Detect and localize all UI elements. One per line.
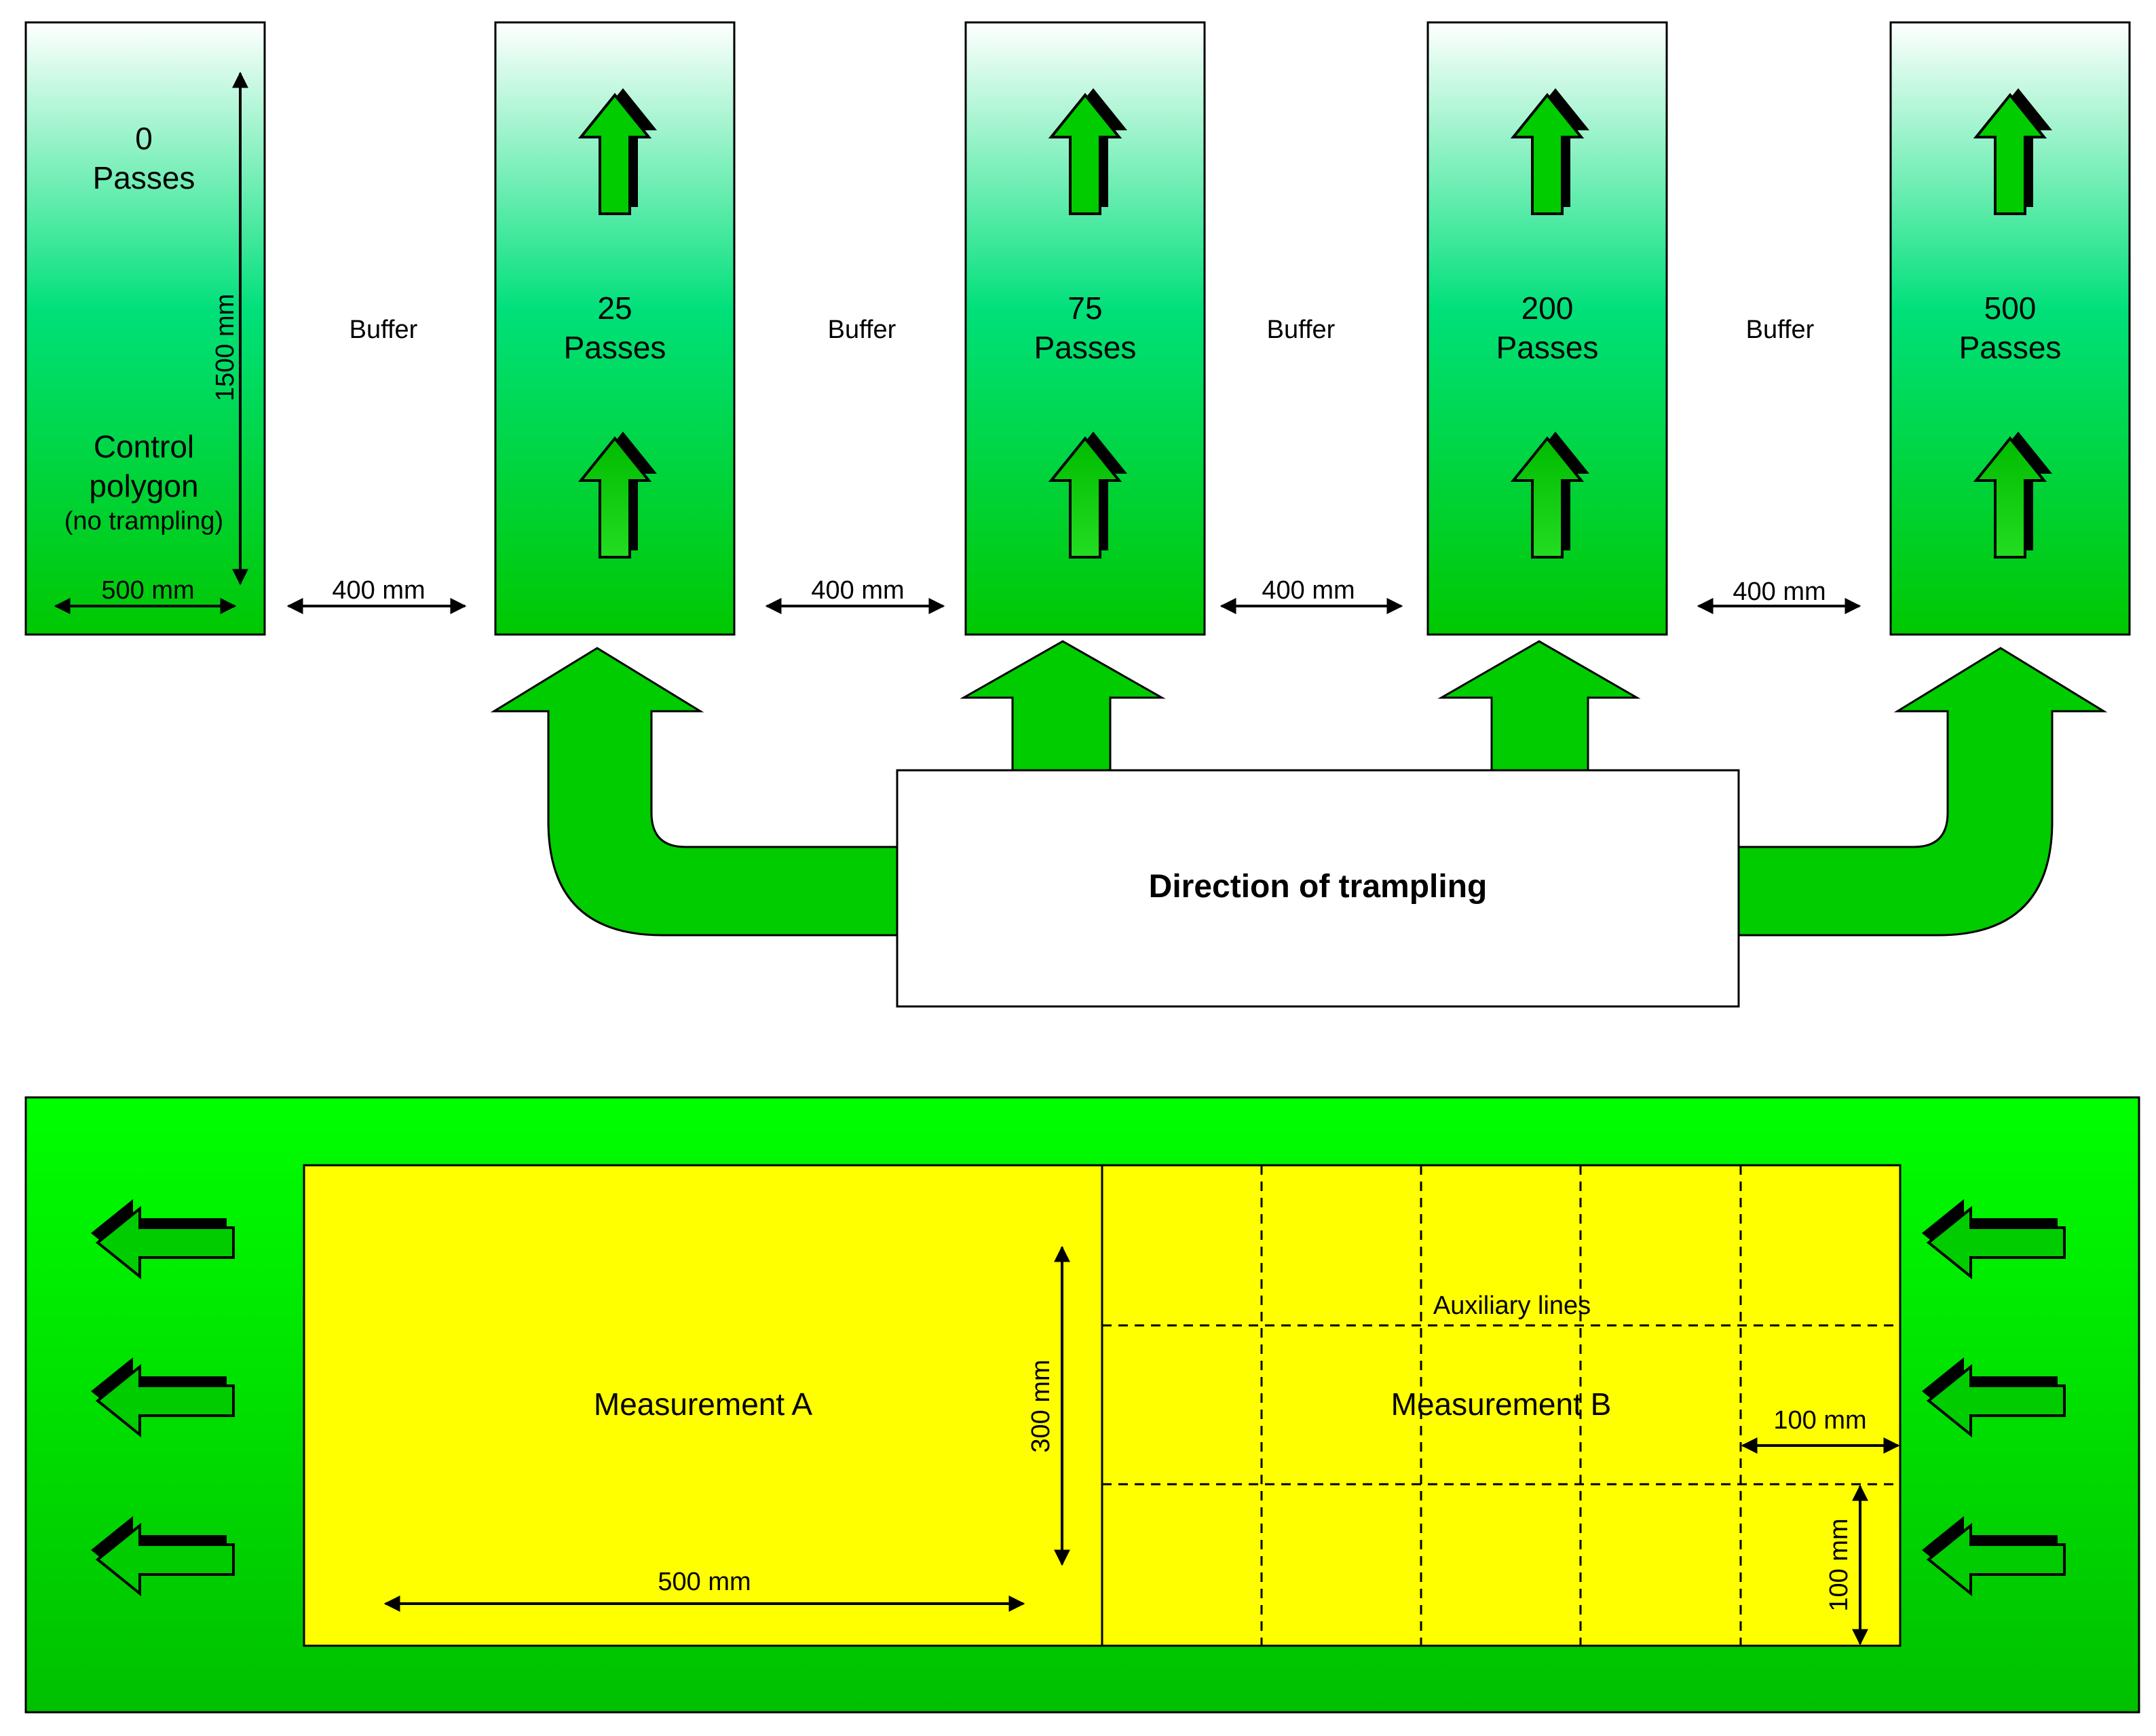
arrow-body <box>95 1522 235 1597</box>
direction-arrows: Direction of trampling <box>490 640 2108 1008</box>
arrow-body <box>1973 436 2047 559</box>
control-label-line2: polygon <box>89 468 198 504</box>
dim-buffer-label: 400 mm <box>332 576 425 605</box>
up-arrow-icon-top <box>1510 88 1589 215</box>
left-arrow-icon <box>1922 1516 2066 1597</box>
dim-grid-height-label: 100 mm <box>1825 1518 1853 1611</box>
arrow-body <box>578 92 652 215</box>
dim-grid-width-label: 100 mm <box>1773 1406 1866 1435</box>
up-arrow-icon-top <box>1048 88 1127 215</box>
direction-label-box <box>896 769 1740 1008</box>
control-label-line1: Control <box>94 429 194 464</box>
dim-buffer-label: 400 mm <box>1733 578 1826 606</box>
left-arrow-icon <box>91 1199 235 1280</box>
plot-0-unit: Passes <box>93 160 195 195</box>
plot-200-count: 200 <box>1521 290 1574 326</box>
left-arrow-icon <box>1922 1199 2066 1280</box>
arrow-body <box>1048 436 1122 559</box>
auxiliary-lines-label: Auxiliary lines <box>1433 1291 1591 1320</box>
up-arrow-icon-bottom <box>1048 432 1127 559</box>
buffer-label: Buffer <box>1267 316 1336 344</box>
auxiliary-grid <box>1102 1165 1900 1646</box>
dim-plot-width-label: 500 mm <box>101 576 194 605</box>
dim-a-width-label: 500 mm <box>658 1568 751 1596</box>
plot-25-unit: Passes <box>564 330 666 365</box>
arrow-body <box>1048 92 1122 215</box>
up-arrow-icon-bottom <box>1510 432 1589 559</box>
plot-500-count: 500 <box>1984 290 2037 326</box>
arrow-body <box>578 436 652 559</box>
arrow-body <box>95 1205 235 1280</box>
arrow-body <box>1926 1205 2066 1280</box>
control-label-line3: (no trampling) <box>64 507 223 535</box>
up-arrow-icon-top <box>1973 88 2052 215</box>
arrow-body <box>1973 92 2047 215</box>
left-arrow-icon <box>1922 1357 2066 1438</box>
arrow-body <box>1510 92 1585 215</box>
plot-0-rect <box>24 21 266 636</box>
dim-a-height-label: 300 mm <box>1027 1359 1055 1452</box>
arrow-body <box>1926 1363 2066 1438</box>
plot-25-count: 25 <box>597 290 632 326</box>
dim-plot-length-label: 1500 mm <box>211 294 240 401</box>
measurement-a-label: Measurement A <box>594 1386 812 1422</box>
small-direction-arrows <box>578 88 2052 559</box>
straight-arrow-200 <box>1437 640 1641 775</box>
plot-500-unit: Passes <box>1959 330 2062 365</box>
measurement-detail-panel: Auxiliary lines Measurement A Measuremen… <box>24 1096 2140 1714</box>
plot-200-unit: Passes <box>1496 330 1599 365</box>
buffer-label: Buffer <box>1746 316 1815 344</box>
dim-buffer-label: 400 mm <box>811 576 904 605</box>
buffer-label: Buffer <box>828 316 896 344</box>
dim-buffer-label: 400 mm <box>1262 576 1355 605</box>
curved-arrow-left <box>490 647 904 937</box>
buffers: Buffer Buffer Buffer Buffer 400 mm 400 m… <box>286 316 1861 614</box>
plot-25: 25 Passes <box>494 21 736 636</box>
side-direction-arrows <box>91 1199 2066 1597</box>
measurement-b-label: Measurement B <box>1391 1386 1612 1422</box>
curved-arrow-right <box>1729 647 2108 937</box>
straight-arrow-75 <box>960 640 1166 775</box>
plot-0: 0 Passes Control polygon (no trampling) … <box>24 21 266 636</box>
plot-0-count: 0 <box>135 121 153 156</box>
direction-label: Direction of trampling <box>1149 869 1488 905</box>
arrow-body <box>1510 436 1585 559</box>
plot-75-count: 75 <box>1067 290 1102 326</box>
buffer-label: Buffer <box>349 316 418 344</box>
left-arrow-icon <box>91 1516 235 1597</box>
up-arrow-icon-bottom <box>1973 432 2052 559</box>
left-arrow-icon <box>91 1357 235 1438</box>
arrow-body <box>1926 1522 2066 1597</box>
arrow-body <box>95 1363 235 1438</box>
up-arrow-icon-bottom <box>578 432 657 559</box>
plot-75-unit: Passes <box>1034 330 1137 365</box>
up-arrow-icon-top <box>578 88 657 215</box>
